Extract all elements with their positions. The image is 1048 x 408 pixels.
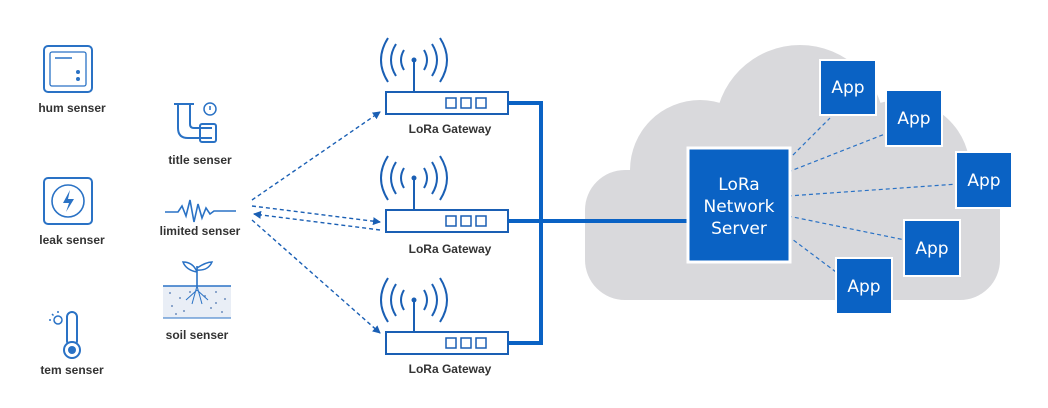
server-line-3: Server	[711, 219, 767, 239]
gateway-box	[385, 209, 509, 233]
soil-plant-icon	[163, 261, 231, 319]
gateway-backhaul-lines	[508, 101, 690, 345]
sensor-hum: hum senser	[38, 45, 106, 115]
app-5: App	[835, 257, 893, 315]
app-1-label: App	[831, 78, 864, 98]
app-2-label: App	[897, 109, 930, 129]
antenna-signal-icon	[380, 155, 448, 210]
app-5-label: App	[847, 277, 880, 297]
server-line-1: LoRa	[718, 175, 759, 195]
sensor-leak-label: leak senser	[39, 233, 105, 247]
gateway-box	[385, 91, 509, 115]
sensor-hum-label: hum senser	[38, 101, 106, 115]
antenna-signal-icon	[380, 37, 448, 92]
sensor-soil: soil senser	[163, 261, 231, 342]
sensor-gateway-links	[251, 111, 381, 334]
app-2: App	[885, 89, 943, 147]
link-to-gateway-3	[251, 219, 381, 334]
app-4: App	[903, 219, 961, 277]
gateway-3-label: LoRa Gateway	[409, 362, 492, 376]
server-line-2: Network	[704, 197, 775, 217]
sensor-title: title senser	[168, 102, 232, 167]
sensor-leak: leak senser	[39, 177, 105, 247]
server-box	[686, 146, 792, 264]
tilt-pipe-icon	[174, 102, 217, 143]
link-to-gateway-1	[251, 111, 381, 201]
app-1: App	[819, 59, 877, 116]
network-server: LoRa Network Server	[686, 146, 792, 264]
gateway-2: LoRa Gateway	[380, 155, 509, 256]
sensor-tem-label: tem senser	[40, 363, 104, 377]
sensor-tem: tem senser	[40, 311, 104, 377]
gateway-1-label: LoRa Gateway	[409, 122, 492, 136]
app-3-label: App	[967, 171, 1000, 191]
app-4-label: App	[915, 239, 948, 259]
humidity-panel-icon	[43, 45, 93, 93]
thermometer-icon	[49, 311, 81, 359]
sensor-title-label: title senser	[168, 153, 232, 167]
leak-panel-icon	[43, 177, 93, 225]
link-from-gateway-2	[253, 210, 381, 231]
sensor-limited-label: limited senser	[160, 224, 241, 238]
sensor-soil-label: soil senser	[166, 328, 229, 342]
gateway-1: LoRa Gateway	[380, 37, 509, 136]
sensor-limited: limited senser	[160, 199, 241, 238]
vibration-wave-icon	[165, 199, 236, 223]
server-app-links	[787, 117, 959, 273]
antenna-signal-icon	[380, 277, 448, 332]
gateway-2-label: LoRa Gateway	[409, 242, 492, 256]
app-3: App	[955, 151, 1013, 209]
link-to-gateway-2	[251, 205, 381, 226]
gateway-3: LoRa Gateway	[380, 277, 509, 376]
gateway-box	[385, 331, 509, 355]
